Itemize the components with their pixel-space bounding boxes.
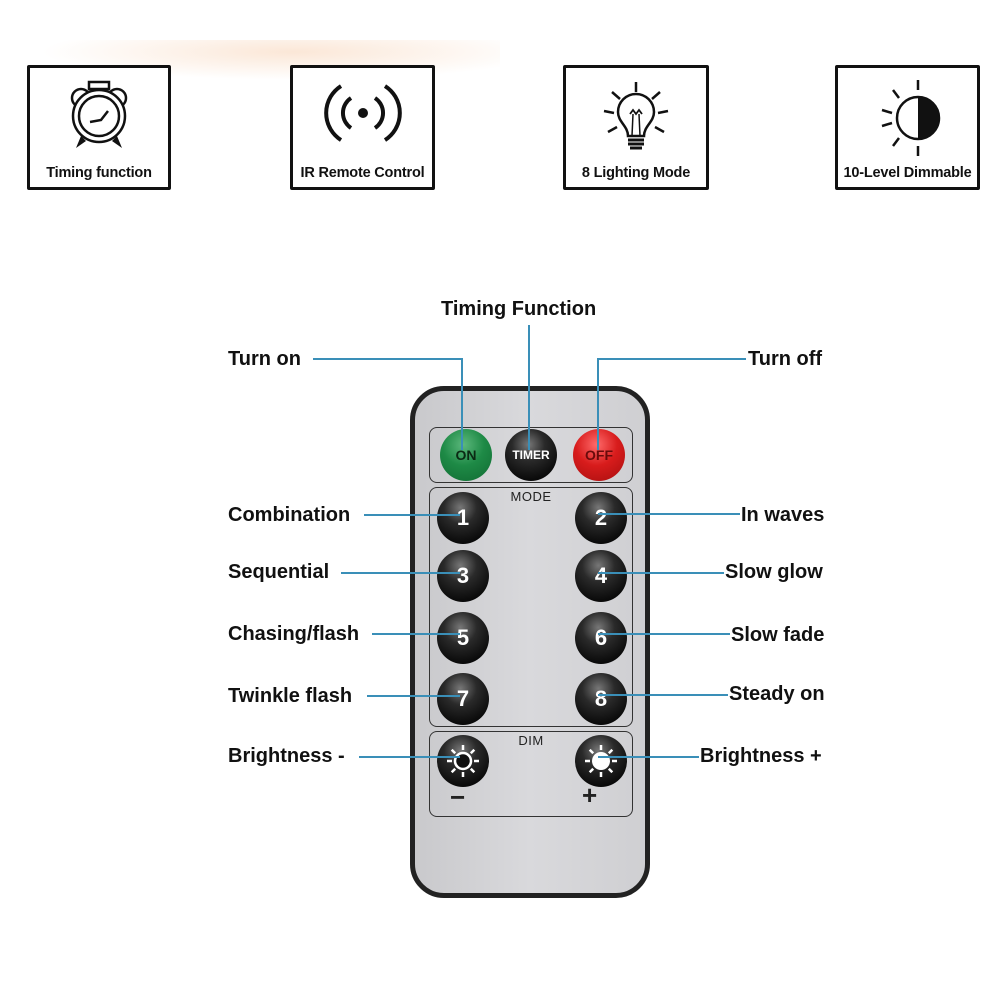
alarm-clock-icon — [70, 80, 128, 148]
mode-3-button[interactable]: 3 — [437, 550, 489, 602]
feature-label: 8 Lighting Mode — [581, 165, 691, 181]
callout-mode-8: Steady on — [729, 683, 825, 705]
callout-mode-2: In waves — [741, 504, 825, 526]
off-button-label: OFF — [585, 447, 613, 463]
timer-button[interactable]: TIMER — [505, 429, 557, 481]
feature-dimmable: 10-Level Dimmable — [835, 65, 980, 190]
callout-brightness-down: Brightness - — [228, 745, 345, 767]
mode-5-label: 5 — [456, 625, 470, 650]
leader-turn-on — [313, 358, 463, 450]
mode-6-label: 6 — [594, 625, 608, 650]
feature-label: IR Remote Control — [300, 165, 425, 181]
feature-lighting-mode: 8 Lighting Mode — [563, 65, 709, 190]
timer-button-label: TIMER — [512, 448, 550, 462]
plus-sign: + — [582, 780, 598, 810]
remote-control: ON TIMER OFF MODE 1 2 3 4 5 6 7 8 DIM − … — [410, 386, 650, 898]
callout-turn-on: Turn on — [228, 348, 301, 370]
callout-mode-5: Chasing/flash — [228, 623, 360, 645]
mode-title: MODE — [510, 489, 552, 504]
mode-1-label: 1 — [456, 505, 470, 530]
half-sun-icon — [881, 80, 940, 156]
mode-4-button[interactable]: 4 — [575, 550, 627, 602]
on-button[interactable]: ON — [440, 429, 492, 481]
callout-mode-6: Slow fade — [731, 624, 825, 646]
on-button-label: ON — [455, 447, 477, 463]
feature-label: 10-Level Dimmable — [843, 165, 972, 181]
mode-3-label: 3 — [456, 563, 470, 588]
callout-mode-7: Twinkle flash — [228, 685, 353, 707]
callout-mode-3: Sequential — [228, 561, 330, 583]
leader-turn-off — [597, 358, 746, 450]
mode-panel: MODE — [429, 487, 633, 727]
power-panel — [429, 427, 633, 483]
mode-8-button[interactable]: 8 — [575, 673, 627, 725]
mode-5-button[interactable]: 5 — [437, 612, 489, 664]
mode-8-label: 8 — [594, 686, 608, 711]
mode-7-button[interactable]: 7 — [437, 673, 489, 725]
dim-panel: DIM − + — [429, 731, 633, 817]
brightness-up-button[interactable] — [575, 735, 627, 787]
mode-2-button[interactable]: 2 — [575, 492, 627, 544]
callout-timing: Timing Function — [441, 298, 597, 320]
ir-signal-icon — [323, 84, 402, 142]
feature-timing: Timing function — [27, 65, 171, 190]
mode-6-button[interactable]: 6 — [575, 612, 627, 664]
feature-label: Timing function — [46, 165, 152, 181]
feature-ir-remote: IR Remote Control — [290, 65, 435, 190]
mode-4-label: 4 — [594, 563, 608, 588]
mode-7-label: 7 — [456, 686, 470, 711]
light-bulb-icon — [603, 82, 669, 150]
dim-title: DIM — [518, 733, 544, 748]
callout-turn-off: Turn off — [748, 348, 823, 370]
callout-mode-4: Slow glow — [725, 561, 823, 583]
minus-sign: − — [450, 782, 466, 812]
callout-brightness-up: Brightness + — [700, 745, 822, 767]
mode-1-button[interactable]: 1 — [437, 492, 489, 544]
mode-2-label: 2 — [594, 505, 608, 530]
callout-mode-1: Combination — [228, 504, 351, 526]
